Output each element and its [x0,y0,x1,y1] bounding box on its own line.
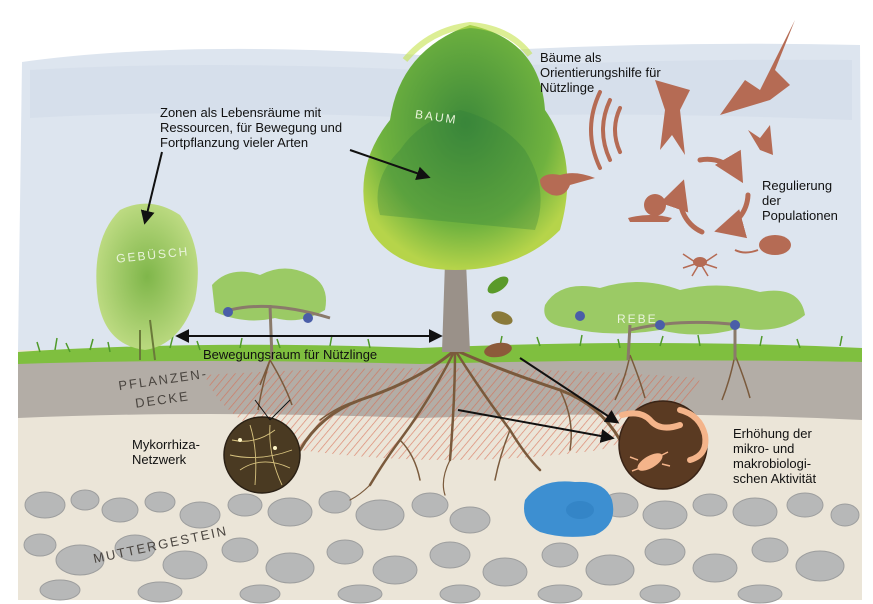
groundwater-blob [524,481,613,537]
label-bewegungsraum: Bewegungsraum für Nützlinge [203,347,377,362]
label-regulierung: Regulierung der Populationen [762,178,838,223]
tag-rebe: REBE [617,312,658,326]
label-erhoehung: Erhöhung der mikro- und makrobiologi- sc… [733,426,816,486]
label-baeume-orientierung: Bäume als Orientierungshilfe für Nützlin… [540,50,661,95]
label-mykorrhiza: Mykorrhiza- Netzwerk [132,437,200,467]
tree-trunk [442,260,470,352]
mycorrhiza-inset [224,417,300,493]
soil-organism-inset [619,401,707,489]
label-zonen: Zonen als Lebensräume mit Ressourcen, fü… [160,105,342,150]
